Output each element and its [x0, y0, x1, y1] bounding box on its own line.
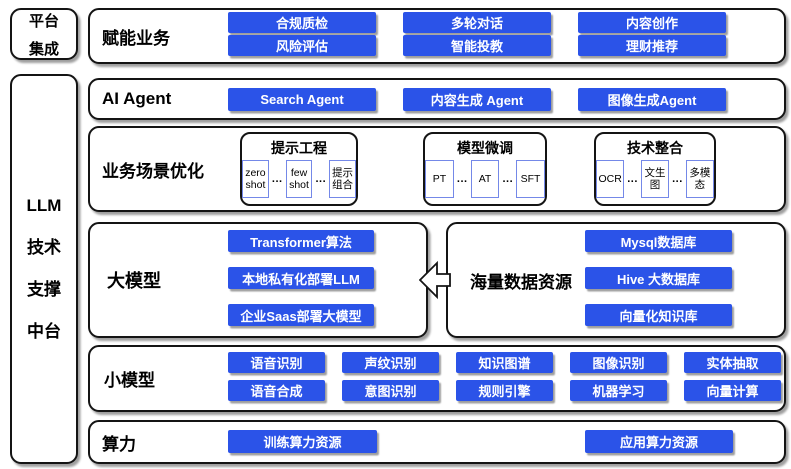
small-model-item: 图像识别 [570, 352, 667, 373]
big-model-item: 企业Saas部署大模型 [228, 304, 374, 326]
big-model-item: 本地私有化部署LLM [228, 267, 374, 289]
platform-integration-box: 平台 集成 [10, 8, 78, 60]
llm-line: 技术 [27, 238, 61, 257]
big-model-box: 大模型 Transformer算法 本地私有化部署LLM 企业Saas部署大模型 [88, 222, 428, 338]
big-model-item: Transformer算法 [228, 230, 374, 252]
model-finetune-group: 模型微调 PT ... AT ... SFT [423, 132, 547, 206]
ellipsis: ... [456, 173, 468, 185]
ellipsis: ... [672, 173, 683, 185]
small-model-item: 实体抽取 [684, 352, 781, 373]
agent-item: 图像生成Agent [578, 88, 726, 111]
small-model-row: 小模型 语音识别 声纹识别 知识图谱 图像识别 实体抽取 语音合成 意图识别 规… [88, 345, 786, 412]
small-model-label: 小模型 [104, 371, 155, 390]
prompt-engineering-group: 提示工程 zero shot ... few shot ... 提示组合 [240, 132, 358, 206]
llm-line: 支撑 [27, 280, 61, 299]
chip-prompt-combo: 提示组合 [329, 160, 357, 198]
ellipsis: ... [271, 173, 283, 185]
data-resource-item: Hive 大数据库 [585, 267, 732, 289]
agent-item: Search Agent [228, 88, 376, 111]
data-resources-label: 海量数据资源 [470, 272, 572, 292]
data-resource-item: Mysql数据库 [585, 230, 732, 252]
llm-line: 中台 [27, 322, 61, 341]
small-model-item: 声纹识别 [342, 352, 439, 373]
chip-zero-shot: zero shot [242, 160, 269, 198]
model-finetune-title: 模型微调 [457, 140, 513, 156]
ellipsis: ... [502, 173, 514, 185]
chip-ocr: OCR [596, 160, 625, 198]
small-model-item: 规则引擎 [456, 380, 553, 401]
scenario-optimization-label: 业务场景优化 [102, 161, 204, 181]
business-item: 内容创作 [578, 12, 726, 33]
llm-midplatform-box: LLM 技术 支撑 中台 [10, 74, 78, 464]
tech-integration-group: 技术整合 OCR ... 文生图 ... 多模态 [594, 132, 716, 206]
ellipsis: ... [627, 173, 638, 185]
prompt-engineering-title: 提示工程 [271, 140, 327, 156]
chip-at: AT [470, 160, 500, 198]
big-model-label: 大模型 [107, 271, 161, 291]
business-item: 智能投教 [403, 35, 551, 56]
ellipsis: ... [315, 173, 327, 185]
small-model-item: 向量计算 [684, 380, 781, 401]
arrow-left-icon [419, 260, 451, 300]
tech-integration-title: 技术整合 [627, 140, 683, 156]
small-model-item: 知识图谱 [456, 352, 553, 373]
business-item: 合规质检 [228, 12, 376, 33]
small-model-item: 语音合成 [228, 380, 325, 401]
small-model-item: 意图识别 [342, 380, 439, 401]
compute-row: 算力 训练算力资源 应用算力资源 [88, 420, 786, 464]
scenario-optimization-row: 业务场景优化 提示工程 zero shot ... few shot ... 提… [88, 126, 786, 212]
platform-line: 平台 [28, 12, 59, 30]
business-row-label: 赋能业务 [102, 28, 170, 48]
chip-multimodal: 多模态 [685, 160, 714, 198]
agent-item: 内容生成 Agent [403, 88, 551, 111]
compute-label: 算力 [102, 434, 136, 454]
chip-few-shot: few shot [285, 160, 313, 198]
small-model-item: 机器学习 [570, 380, 667, 401]
chip-text-to-image: 文生图 [640, 160, 670, 198]
business-item: 风险评估 [228, 35, 376, 56]
data-resources-box: 海量数据资源 Mysql数据库 Hive 大数据库 向量化知识库 [446, 222, 786, 338]
platform-line: 集成 [28, 40, 59, 58]
compute-item: 应用算力资源 [585, 430, 733, 453]
ai-agent-row: AI Agent Search Agent 内容生成 Agent 图像生成Age… [88, 78, 786, 120]
compute-item: 训练算力资源 [228, 430, 377, 453]
business-row: 赋能业务 合规质检 风险评估 多轮对话 智能投教 内容创作 理财推荐 [88, 8, 786, 64]
chip-pt: PT [425, 160, 454, 198]
llm-line: LLM [26, 196, 62, 215]
chip-sft: SFT [516, 160, 546, 198]
ai-agent-row-label: AI Agent [102, 89, 172, 108]
business-item: 多轮对话 [403, 12, 551, 33]
small-model-item: 语音识别 [228, 352, 325, 373]
data-resource-item: 向量化知识库 [585, 304, 732, 326]
business-item: 理财推荐 [578, 35, 726, 56]
